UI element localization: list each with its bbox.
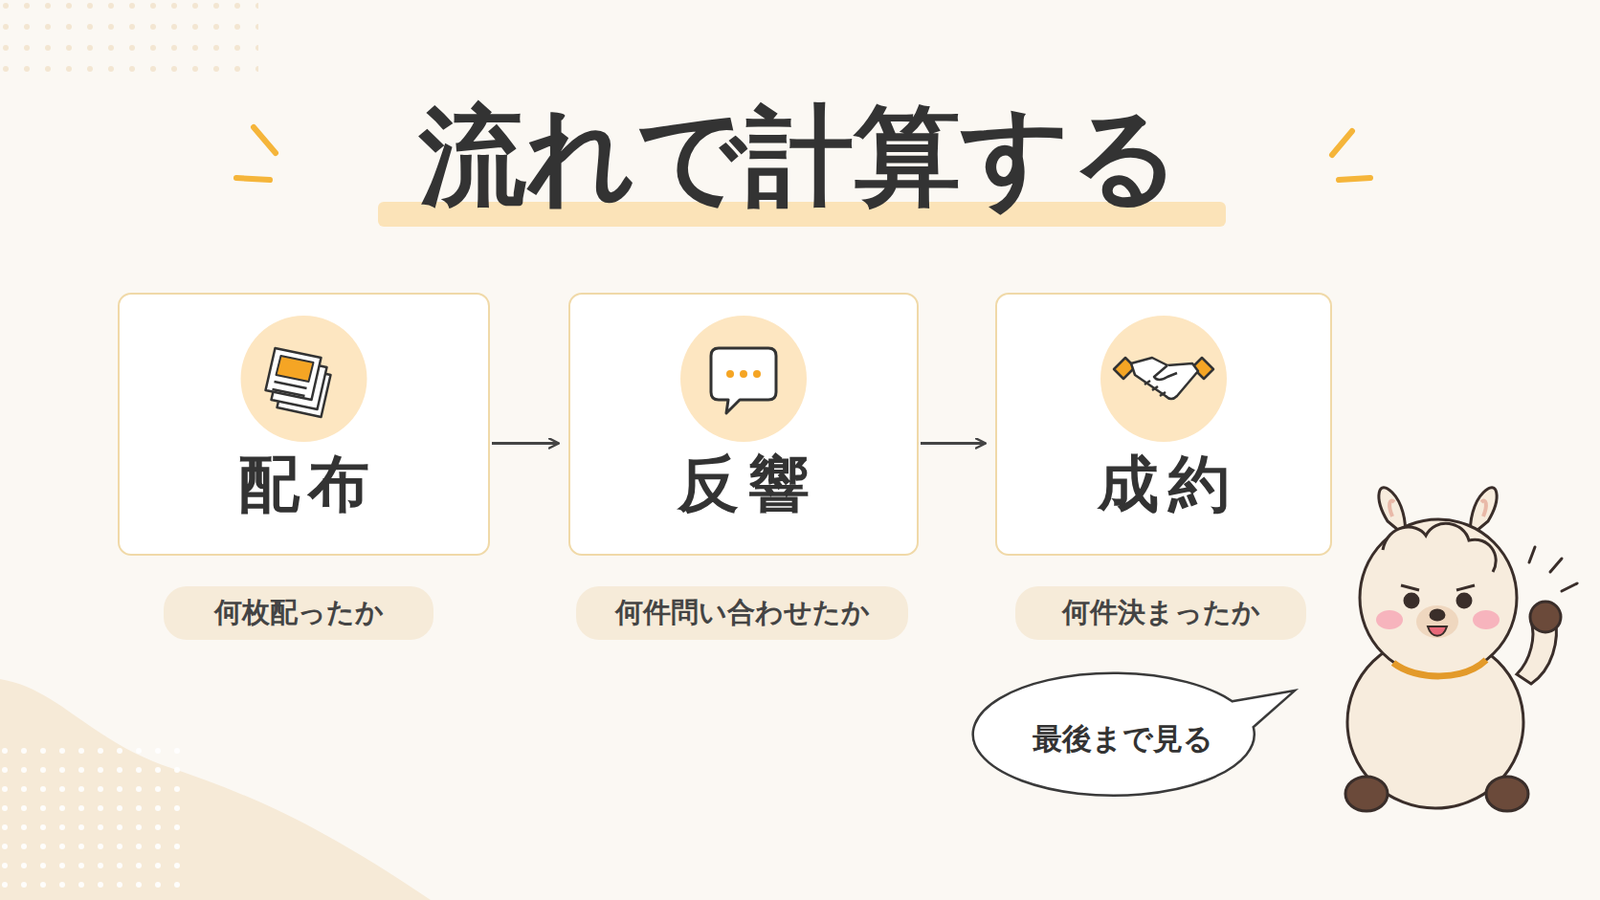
step-label: 成約 <box>1088 447 1240 522</box>
speech-bubble: 最後まで見る <box>978 675 1267 804</box>
step-icon <box>241 315 368 443</box>
corner-blob <box>0 679 431 900</box>
box-fill <box>996 293 1332 556</box>
step-box: 反響 <box>568 292 919 556</box>
caption-text: 何件決まったか <box>1062 594 1261 633</box>
box-fill-layer <box>118 293 1332 556</box>
flow-arrow <box>491 442 559 445</box>
caption-text: 何枚配ったか <box>214 594 384 633</box>
caption-pill: 何枚配ったか <box>163 586 434 641</box>
step-label: 配布 <box>228 447 379 522</box>
box-fill <box>118 293 489 556</box>
dot-texture <box>0 746 192 900</box>
alpaca-mascot <box>1345 488 1578 812</box>
title: 流れで計算する <box>0 91 1600 221</box>
step-label: 反響 <box>668 447 820 522</box>
icon-layer <box>241 315 1228 443</box>
motion-lines <box>1529 547 1578 592</box>
step-box: 成約 <box>995 292 1333 556</box>
step-box: 配布 <box>117 292 490 556</box>
box-fill <box>569 293 918 556</box>
caption-text: 何件問い合わせたか <box>615 594 870 633</box>
bubble-outline <box>973 673 1295 797</box>
caption-pill: 何件決まったか <box>1015 586 1307 641</box>
step-icon <box>1100 315 1227 443</box>
caption-pill: 何件問い合わせたか <box>576 586 909 641</box>
step-icon <box>680 315 807 443</box>
dot-texture <box>0 0 259 82</box>
flow-arrow <box>920 442 986 445</box>
bubble-text: 最後まで見る <box>1032 719 1214 760</box>
